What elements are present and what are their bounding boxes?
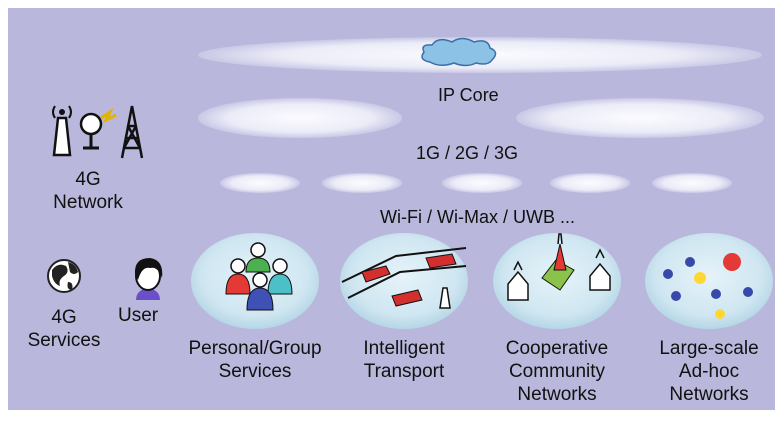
bubble-label-line2: Transport	[363, 361, 445, 382]
tier-label-ip-core: IP Core	[438, 85, 499, 105]
access-ellipse-1	[220, 173, 300, 193]
background-panel	[8, 8, 775, 410]
radio-tower-icon	[52, 105, 72, 157]
network-label: 4G Network	[38, 168, 138, 214]
bubble-label-line1: Personal/Group	[188, 338, 322, 359]
bubble-label-line3: Networks	[517, 384, 597, 405]
network-label-line2: Network	[53, 192, 123, 213]
services-label: 4G Services	[14, 306, 114, 352]
bubble-label-transport: Intelligent Transport	[344, 337, 464, 383]
bubble-label-line2: Community	[508, 361, 606, 382]
bubble-label-line1: Large-scale	[659, 338, 759, 359]
access-ellipse-2	[322, 173, 402, 193]
bubble-label-line2: Ad-hoc	[678, 361, 740, 382]
network-label-line1: 4G	[75, 169, 101, 190]
bubble-label-personal: Personal/Group Services	[172, 337, 338, 383]
bubble-label-line2: Services	[218, 361, 292, 382]
tier-label-wireless: Wi-Fi / Wi-Max / UWB ...	[380, 207, 575, 227]
cloud-icon	[421, 37, 497, 67]
bubble-transport	[340, 233, 468, 329]
access-ellipse-5	[652, 173, 732, 193]
bubble-label-line3: Networks	[669, 384, 749, 405]
bubble-adhoc	[645, 233, 773, 329]
lattice-tower-icon	[120, 105, 144, 159]
cellular-ellipse-right	[516, 98, 764, 138]
bubble-label-line1: Intelligent	[363, 338, 445, 359]
satellite-dish-icon	[79, 107, 117, 150]
bubble-label-adhoc: Large-scale Ad-hoc Networks	[644, 337, 774, 406]
services-label-line1: 4G	[51, 307, 77, 328]
access-ellipse-3	[442, 173, 522, 193]
houses-tower-icon	[507, 233, 611, 301]
user-label: User	[118, 305, 159, 326]
bubble-label-line1: Cooperative	[505, 338, 609, 359]
bubble-label-community: Cooperative Community Networks	[492, 337, 622, 406]
people-group-icon	[225, 242, 293, 311]
cars-road-icon	[341, 247, 467, 309]
tier-label-cellular: 1G / 2G / 3G	[416, 143, 519, 163]
services-label-line2: Services	[27, 330, 101, 351]
cellular-ellipse-left	[198, 98, 402, 138]
access-ellipse-4	[550, 173, 630, 193]
nodes-dots-icon	[663, 253, 753, 319]
user-head-icon	[134, 258, 163, 300]
globe-icon	[47, 259, 81, 293]
